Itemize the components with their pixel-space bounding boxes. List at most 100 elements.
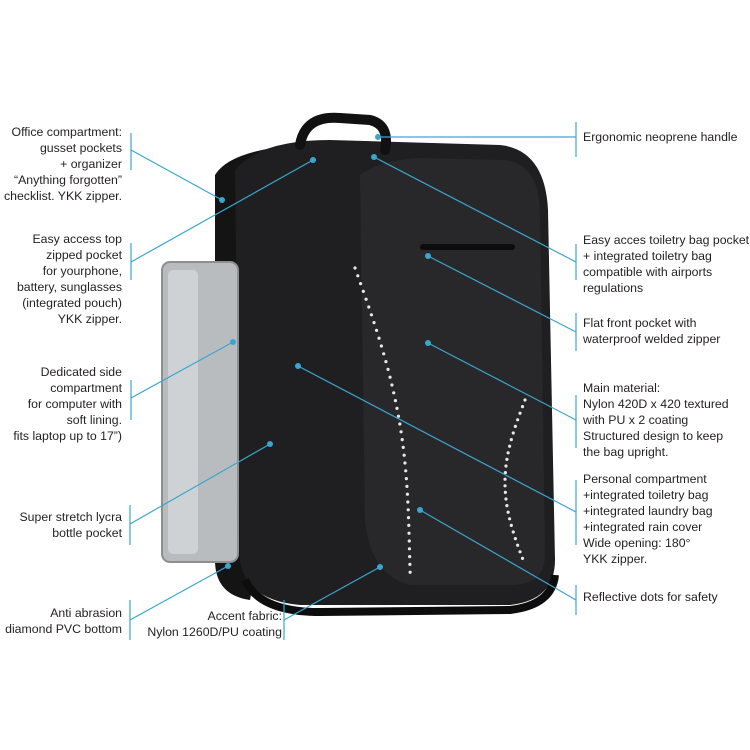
reflective-dot xyxy=(520,405,525,409)
callout-anchor-dot xyxy=(219,197,225,203)
reflective-dot xyxy=(356,274,360,278)
front-pocket-zipper xyxy=(420,244,515,250)
callout-anchor-dot xyxy=(371,154,377,160)
reflective-dot xyxy=(407,539,411,543)
leader-line xyxy=(129,565,229,621)
reflective-dot xyxy=(403,461,407,465)
reflective-dot xyxy=(516,418,520,422)
reflective-dot xyxy=(408,570,412,574)
reflective-dot xyxy=(353,266,357,270)
leader-line xyxy=(283,566,381,621)
reflective-dot xyxy=(392,391,396,395)
reflective-dot xyxy=(509,523,513,528)
reflective-dot xyxy=(407,547,412,551)
reflective-dot xyxy=(503,484,507,488)
reflective-dot xyxy=(361,289,365,293)
reflective-dot xyxy=(407,531,411,535)
callout-accent-fabric: Accent fabric: Nylon 1260D/PU coating xyxy=(147,609,282,639)
callout-top-pocket: Easy access top zipped pocket for yourph… xyxy=(16,232,122,326)
reflective-dot xyxy=(358,282,363,286)
reflective-dot xyxy=(369,313,374,317)
callout-anchor-dot xyxy=(377,564,383,570)
reflective-dot xyxy=(503,490,507,494)
callout-anchor-dot xyxy=(225,563,231,569)
leader-line xyxy=(297,365,577,513)
reflective-dot xyxy=(374,328,379,332)
reflective-dot xyxy=(404,477,408,481)
reflective-dot xyxy=(388,375,392,379)
reflective-dot xyxy=(404,469,408,473)
reflective-dot xyxy=(504,464,508,468)
reflective-dot xyxy=(516,543,520,547)
reflective-dot xyxy=(379,344,384,348)
reflective-dot xyxy=(513,424,517,428)
reflective-dot xyxy=(408,562,412,567)
reflective-dot xyxy=(507,444,512,448)
callout-anchor-dot xyxy=(267,441,273,447)
leader-line xyxy=(130,159,314,263)
reflective-dot xyxy=(377,336,381,340)
reflective-dot xyxy=(506,510,510,514)
reflective-dot xyxy=(396,414,401,418)
reflective-dot xyxy=(405,484,409,488)
reflective-dot xyxy=(367,305,371,309)
reflective-dot xyxy=(401,445,405,449)
reflective-dot xyxy=(518,411,522,415)
reflective-dot xyxy=(511,431,515,435)
reflective-dot xyxy=(504,497,508,501)
leader-line xyxy=(130,341,234,399)
reflective-dot xyxy=(406,516,411,520)
bottom-base xyxy=(241,574,559,617)
backpack-front-panel xyxy=(360,158,545,585)
leader-lines xyxy=(129,122,577,640)
leader-line xyxy=(427,255,577,333)
reflective-dot xyxy=(511,530,515,534)
callout-anchor-dot xyxy=(425,253,431,259)
callout-handle: Ergonomic neoprene handle xyxy=(583,130,738,144)
callout-anchor-dot xyxy=(375,134,381,140)
reflective-dot xyxy=(384,360,388,364)
reflective-dot xyxy=(503,477,507,481)
reflective-dot xyxy=(505,504,509,508)
leader-line xyxy=(419,509,577,601)
leader-line xyxy=(129,443,271,525)
reflective-dot xyxy=(390,383,394,387)
reflective-dot xyxy=(398,422,402,426)
reflective-dot xyxy=(507,517,512,521)
callout-anchor-dot xyxy=(230,339,236,345)
reflective-dot xyxy=(520,556,525,561)
reflective-dot xyxy=(505,457,509,461)
callout-reflective-dots: Reflective dots for safety xyxy=(583,590,718,604)
reflective-dot xyxy=(405,492,410,496)
reflective-dot xyxy=(386,367,390,371)
callout-anchor-dot xyxy=(310,157,316,163)
reflective-dot xyxy=(407,523,411,528)
callout-office-compartment: Office compartment: gusset pockets + org… xyxy=(3,125,122,203)
reflective-dot xyxy=(408,555,412,559)
reflective-dot xyxy=(395,406,399,410)
reflective-dot xyxy=(364,297,368,301)
laptop-highlight xyxy=(168,270,198,554)
reflective-dot xyxy=(506,451,510,455)
reflective-dot xyxy=(518,550,522,554)
reflective-dots xyxy=(353,266,527,574)
reflective-dot xyxy=(503,471,507,475)
reflective-dot xyxy=(372,321,376,325)
reflective-dot xyxy=(509,438,513,442)
reflective-dot xyxy=(402,453,406,457)
callout-toiletry-pocket: Easy acces toiletry bag pocket + integra… xyxy=(583,233,750,295)
reflective-dot xyxy=(399,430,403,434)
leader-line xyxy=(130,149,223,201)
reflective-dot xyxy=(393,399,398,403)
callout-front-pocket: Flat front pocket with waterproof welded… xyxy=(583,316,721,346)
leader-line xyxy=(373,156,577,263)
reflective-dot xyxy=(513,537,517,541)
reflective-dot xyxy=(382,352,386,356)
callout-anchor-dot xyxy=(295,363,301,369)
callout-personal-compartment: Personal compartment +integrated toiletr… xyxy=(583,472,713,566)
reflective-dot xyxy=(406,508,410,512)
callout-laptop-compartment: Dedicated side compartment for computer … xyxy=(13,365,122,443)
callout-anchor-dot xyxy=(417,507,423,513)
